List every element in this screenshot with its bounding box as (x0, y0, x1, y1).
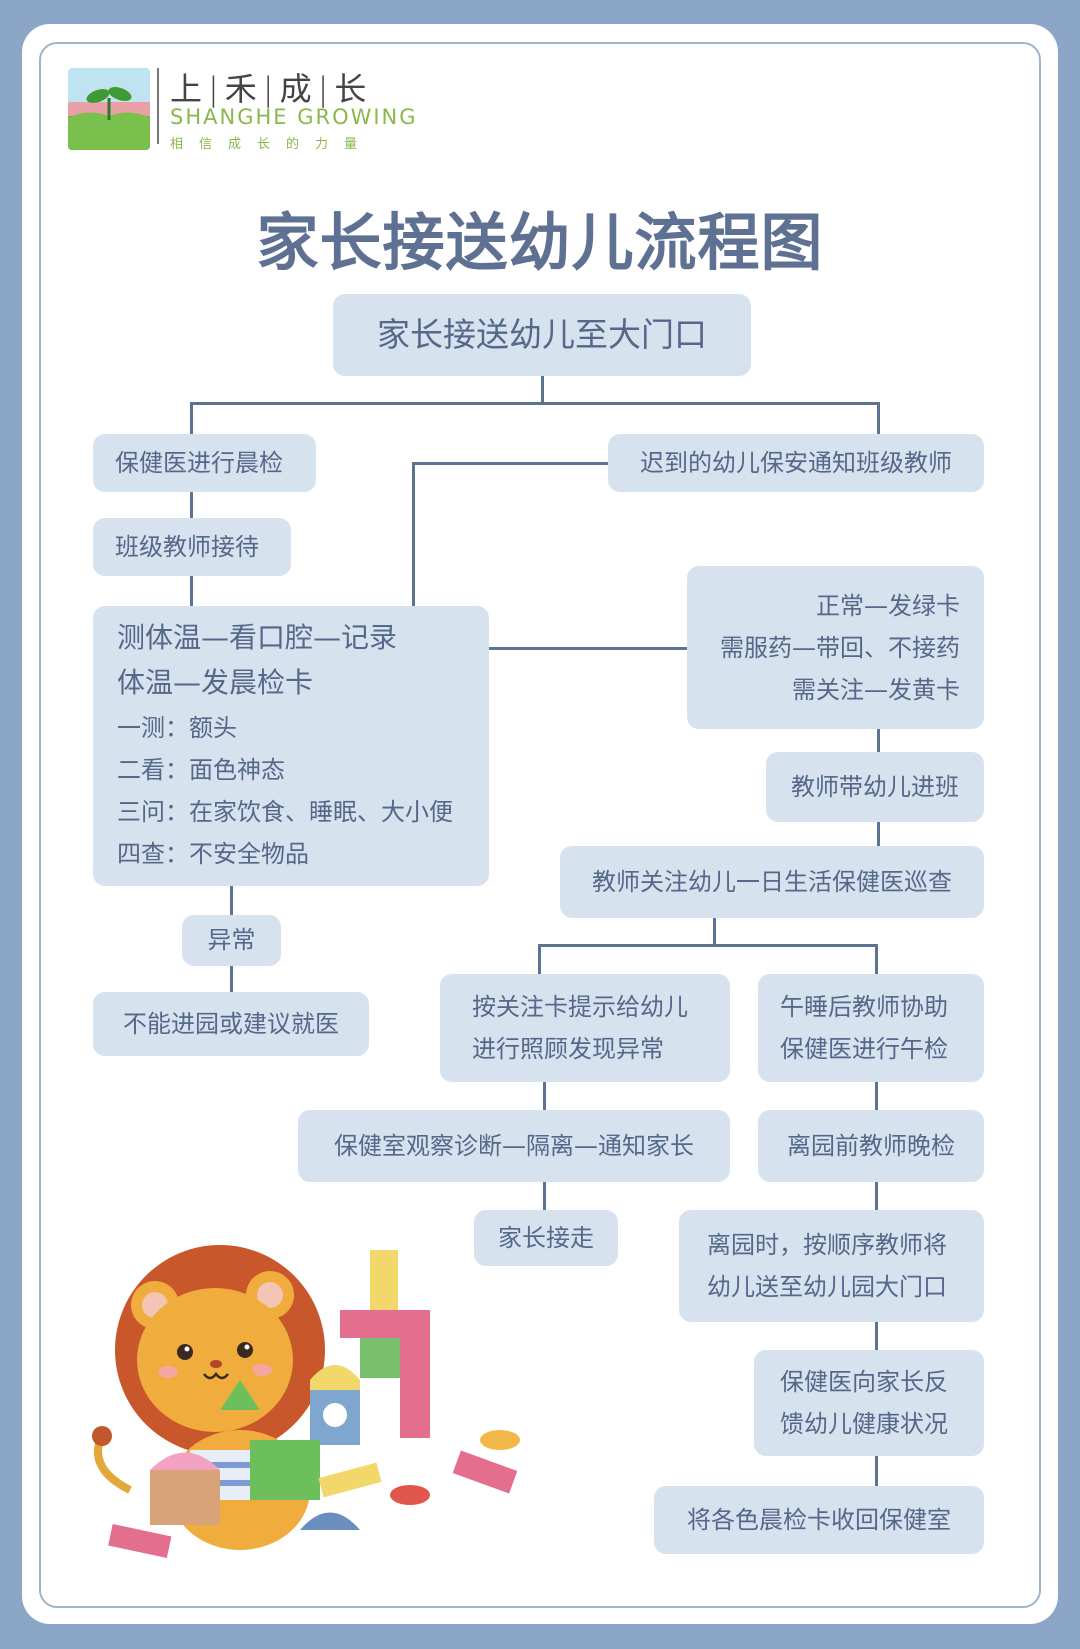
late-notice-node: 迟到的幼儿保安通知班级教师 (608, 434, 984, 492)
care-by-card-node: 按关注卡提示给幼儿 进行照顾发现异常 (440, 974, 730, 1082)
start-node: 家长接送幼儿至大门口 (333, 294, 751, 376)
page-title: 家长接送幼儿流程图 (256, 206, 824, 279)
check-step-line: 一测：额头 (117, 714, 237, 742)
parent-pickup-label: 家长接走 (498, 1223, 594, 1252)
card-result-line: 正常—发绿卡 (816, 591, 960, 620)
feedback-line: 馈幼儿健康状况 (780, 1410, 948, 1438)
no-entry-node: 不能进园或建议就医 (93, 992, 369, 1056)
connector (538, 944, 541, 974)
teacher-bring-label: 教师带幼儿进班 (791, 772, 959, 801)
connector (230, 966, 233, 992)
connector (538, 944, 878, 947)
nap-check-line: 午睡后教师协助 (780, 993, 948, 1021)
card-result-line: 需服药—带回、不接药 (720, 633, 960, 662)
daily-care-node: 教师关注幼儿一日生活保健医巡查 (560, 846, 984, 918)
connector (190, 490, 193, 520)
logo-name-en: SHANGHE GROWING (170, 105, 418, 129)
connector (190, 402, 193, 434)
poster-frame (39, 42, 1041, 1608)
connector (713, 918, 716, 946)
connector (230, 885, 233, 915)
feedback-line: 保健医向家长反 (780, 1368, 948, 1396)
care-by-card-line: 进行照顾发现异常 (472, 1035, 664, 1063)
connector (877, 402, 880, 434)
connector (190, 576, 193, 606)
daily-care-label: 教师关注幼儿一日生活保健医巡查 (592, 867, 952, 896)
teacher-receive-node: 班级教师接待 (93, 518, 291, 576)
teacher-receive-label: 班级教师接待 (115, 532, 259, 561)
feedback-node: 保健医向家长反 馈幼儿健康状况 (754, 1350, 984, 1456)
nap-check-node: 午睡后教师协助 保健医进行午检 (758, 974, 984, 1082)
connector (541, 376, 544, 404)
connector (412, 462, 415, 606)
morning-check-label: 保健医进行晨检 (115, 448, 283, 477)
evening-check-node: 离园前教师晚检 (758, 1110, 984, 1182)
care-by-card-line: 按关注卡提示给幼儿 (472, 993, 688, 1021)
isolation-label: 保健室观察诊断—隔离—通知家长 (334, 1131, 694, 1160)
evening-check-label: 离园前教师晚检 (787, 1131, 955, 1160)
logo-name-cn: 上|禾|成|长 (170, 70, 373, 108)
connector (875, 1322, 878, 1350)
connector (877, 727, 880, 752)
collect-cards-label: 将各色晨检卡收回保健室 (687, 1505, 951, 1534)
connector (875, 1182, 878, 1210)
logo-sprout-icon (68, 68, 150, 150)
start-node-label: 家长接送幼儿至大门口 (377, 315, 707, 355)
isolation-node: 保健室观察诊断—隔离—通知家长 (298, 1110, 730, 1182)
leave-line: 离园时，按顺序教师将 (707, 1231, 947, 1259)
logo-divider (157, 68, 159, 144)
parent-pickup-node: 家长接走 (474, 1210, 618, 1266)
leave-line: 幼儿送至幼儿园大门口 (707, 1273, 947, 1301)
card-result-line: 需关注—发黄卡 (792, 675, 960, 704)
teacher-bring-node: 教师带幼儿进班 (766, 752, 984, 822)
logo-tagline: 相信成长的力量 (170, 137, 374, 152)
morning-check-node: 保健医进行晨检 (93, 434, 316, 492)
connector (875, 1456, 878, 1486)
connector (412, 462, 608, 465)
check-steps-node: 测体温—看口腔—记录 体温—发晨检卡 一测：额头 二看：面色神态 三问：在家饮食… (93, 606, 489, 886)
connector (877, 822, 880, 846)
leave-node: 离园时，按顺序教师将 幼儿送至幼儿园大门口 (679, 1210, 984, 1322)
check-step-line: 测体温—看口腔—记录 (117, 621, 398, 654)
no-entry-label: 不能进园或建议就医 (123, 1009, 339, 1038)
connector (190, 402, 880, 405)
lion-blocks-illustration (92, 1245, 520, 1558)
nap-check-line: 保健医进行午检 (780, 1035, 948, 1063)
connector (489, 647, 687, 650)
abnormal-label: 异常 (207, 926, 256, 955)
check-step-line: 体温—发晨检卡 (117, 666, 314, 699)
check-step-line: 二看：面色神态 (117, 756, 285, 784)
connector (875, 1082, 878, 1110)
collect-cards-node: 将各色晨检卡收回保健室 (654, 1486, 984, 1554)
card-results-node: 正常—发绿卡 需服药—带回、不接药 需关注—发黄卡 (687, 566, 984, 729)
connector (543, 1182, 546, 1210)
check-step-line: 四查：不安全物品 (117, 840, 309, 868)
abnormal-node: 异常 (182, 915, 281, 966)
connector (543, 1082, 546, 1110)
connector (875, 944, 878, 974)
check-step-line: 三问：在家饮食、睡眠、大小便 (117, 798, 453, 826)
late-notice-label: 迟到的幼儿保安通知班级教师 (640, 448, 952, 477)
